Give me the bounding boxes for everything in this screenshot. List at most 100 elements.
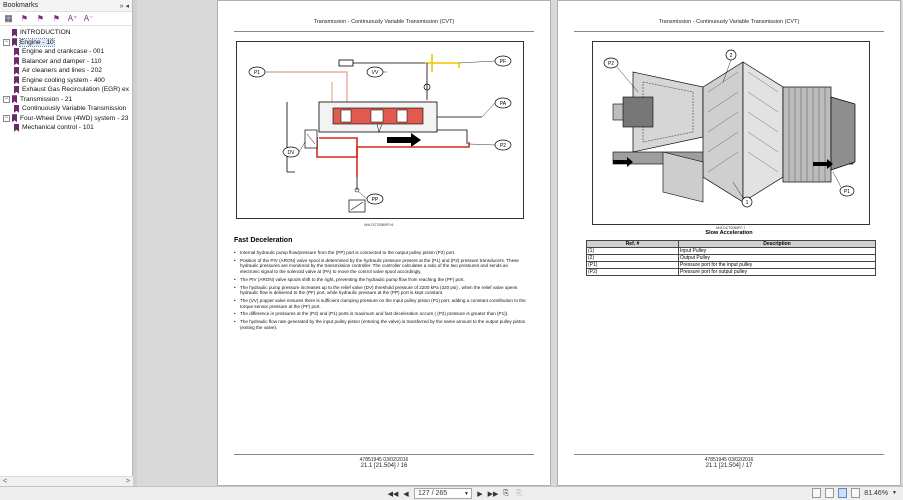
ref-cell: (P1): [586, 261, 679, 269]
single-page-view-icon[interactable]: [812, 488, 822, 498]
section-title: Fast Deceleration: [234, 237, 293, 244]
zoom-level[interactable]: 81.46%: [864, 489, 889, 497]
document-page-left: Transmission - Continuously Variable Tra…: [217, 0, 551, 486]
bookmark-item[interactable]: Engine cooling system - 400: [0, 76, 132, 86]
footer-doc-code: 47851945 03/02/2016: [359, 457, 409, 463]
panel-collapse-controls[interactable]: » ◂: [119, 2, 129, 10]
svg-text:2: 2: [730, 53, 733, 59]
bookmark-icon: [14, 123, 19, 132]
page-number-field[interactable]: 127 / 265 ▼: [414, 488, 472, 499]
ref-cell: (2): [586, 254, 679, 262]
bookmark-expand-icon[interactable]: ⚑: [36, 14, 45, 23]
continuous-view-icon[interactable]: [825, 488, 835, 498]
chevron-down-icon[interactable]: ▼: [464, 490, 469, 497]
view-controls: 81.46% ▼: [812, 488, 897, 498]
bookmark-collapse-icon[interactable]: ⚑: [52, 14, 61, 23]
callout-p2: P2: [603, 57, 619, 69]
svg-text:P2: P2: [608, 61, 614, 67]
bookmark-item[interactable]: −Engine - 10: [0, 37, 132, 48]
bookmark-label: Transmission - 21: [20, 95, 73, 103]
next-view-icon[interactable]: ⎘: [516, 489, 522, 497]
bookmark-item[interactable]: − Transmission - 21: [0, 95, 132, 105]
panel-splitter[interactable]: [133, 0, 137, 486]
bookmark-item[interactable]: − Four-Wheel Drive (4WD) system - 23: [0, 114, 132, 124]
figure-id: NHLOCT0060P0 6: [364, 223, 394, 227]
bookmark-label: Balancer and damper - 110: [22, 57, 102, 65]
scroll-left-icon[interactable]: <: [3, 478, 8, 485]
bullet-item: The PIV (ARON) valve spools shift to the…: [234, 277, 526, 283]
bookmark-item[interactable]: Air cleaners and lines - 202: [0, 66, 132, 76]
svg-text:1: 1: [746, 200, 749, 206]
bookmark-icon: [14, 76, 19, 85]
svg-text:DV: DV: [288, 150, 296, 156]
bullet-item: Position of the PIV (ARON) valve spool i…: [234, 258, 526, 275]
collapse-toggle-icon[interactable]: −: [3, 114, 10, 122]
bookmark-icon: [12, 28, 17, 37]
bookmark-icon: [12, 95, 17, 104]
svg-text:P2: P2: [500, 143, 506, 149]
bookmark-item[interactable]: Exhaust Gas Recirculation (EGR) ex: [0, 85, 132, 95]
hydraulic-schematic: P1 VV PF PA DV P2: [248, 54, 512, 213]
bookmarks-title: Bookmarks: [3, 2, 39, 9]
figure-id: NHLOCT0055P0 7: [716, 226, 746, 230]
bookmark-label: INTRODUCTION: [20, 29, 71, 37]
table-header-row: Ref. # Description: [586, 240, 876, 248]
page-header: Transmission - Continuously Variable Tra…: [658, 19, 800, 25]
bookmark-item[interactable]: INTRODUCTION: [0, 28, 132, 38]
header-rule: [574, 31, 884, 32]
hydraulic-schematic-figure: P1 VV PF PA DV P2: [236, 41, 524, 219]
svg-text:PF: PF: [500, 59, 506, 65]
bookmarks-hscrollbar[interactable]: < >: [0, 476, 133, 486]
bottom-toolbar: ◀◀ ◀ 127 / 265 ▼ ▶ ▶▶ ⎘ ⎘ 81.46% ▼: [0, 486, 903, 500]
callout-pa: PA: [494, 97, 512, 109]
description-cell: Output Pulley: [678, 254, 876, 262]
bookmark-label: Exhaust Gas Recirculation (EGR) ex: [22, 86, 130, 94]
next-page-button[interactable]: ▶: [477, 490, 483, 498]
bookmarks-toolbar: ▦ ⚑ ⚑ ⚑ A⁺ A⁻: [0, 12, 132, 26]
bookmark-icon: [14, 47, 19, 56]
text-smaller-icon[interactable]: A⁻: [83, 14, 94, 23]
page-number-value: 127 / 265: [418, 490, 448, 497]
first-page-button[interactable]: ◀◀: [387, 490, 399, 498]
text-larger-icon[interactable]: A⁺: [67, 14, 78, 23]
document-page-right: Transmission - Continuously Variable Tra…: [557, 0, 901, 486]
bookmarks-panel: Bookmarks » ◂ ▦ ⚑ ⚑ ⚑ A⁺ A⁻ INTRODUCTION…: [0, 0, 133, 486]
svg-text:P1: P1: [844, 189, 850, 195]
footer-page-number: 21.1 [21.504] / 17: [705, 463, 753, 469]
bookmark-label: Mechanical control - 101: [22, 124, 94, 132]
table-row: (1)Input Pulley: [586, 247, 876, 255]
two-page-continuous-view-icon[interactable]: [851, 488, 861, 498]
callout-pf: PF: [494, 55, 512, 67]
bullet-item: The (VV) poppet valve ensures there is s…: [234, 298, 526, 309]
two-page-view-icon[interactable]: [838, 488, 848, 498]
bookmark-label: Engine and crankcase - 001: [22, 48, 105, 56]
zoom-dropdown-icon[interactable]: ▼: [892, 490, 897, 496]
bookmark-add-icon[interactable]: ⚑: [20, 14, 29, 23]
collapse-toggle-icon[interactable]: −: [3, 38, 10, 46]
previous-page-button[interactable]: ◀: [403, 490, 409, 498]
bookmark-label: Engine cooling system - 400: [22, 76, 105, 84]
bookmark-icon: [14, 85, 19, 94]
bookmark-label: Four-Wheel Drive (4WD) system - 23: [20, 114, 129, 122]
bookmark-item[interactable]: Mechanical control - 101: [0, 123, 132, 133]
previous-view-icon[interactable]: ⎘: [503, 489, 509, 497]
collapse-toggle-icon[interactable]: −: [3, 95, 10, 103]
table-row: (P1)Pressure port for the input pulley: [586, 261, 876, 269]
bookmark-label: Air cleaners and lines - 202: [22, 67, 102, 75]
options-grid-icon[interactable]: ▦: [4, 13, 13, 23]
callout-p1: P1: [248, 66, 266, 78]
bookmark-item[interactable]: Balancer and damper - 110: [0, 57, 132, 67]
description-cell: Pressure port for the input pulley: [678, 261, 876, 269]
svg-text:PP: PP: [372, 197, 379, 203]
bullet-item: Internal hydraulic pump flow/pressure fr…: [234, 250, 526, 256]
callout-pp: PP: [366, 193, 384, 205]
callout-vv: VV: [366, 66, 384, 78]
last-page-button[interactable]: ▶▶: [487, 490, 499, 498]
bookmark-item[interactable]: Continuously Variable Transmission: [0, 104, 132, 114]
bookmark-icon: [12, 38, 17, 47]
footer-rule: [574, 454, 884, 455]
bookmark-item[interactable]: Engine and crankcase - 001: [0, 47, 132, 57]
callout-2: 2: [725, 49, 737, 61]
scroll-right-icon[interactable]: >: [125, 478, 130, 485]
ref-cell: (P2): [586, 268, 679, 276]
